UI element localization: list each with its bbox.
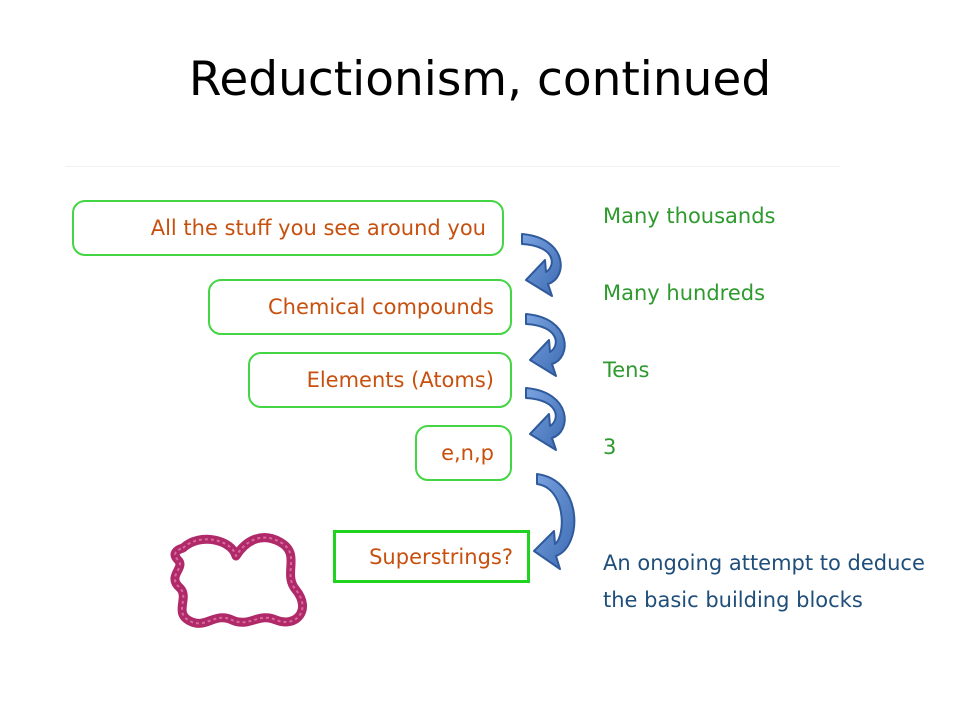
- level-box-stuff: All the stuff you see around you: [72, 200, 504, 256]
- superstring-loop-icon: [170, 533, 307, 628]
- level-box-superstrings: Superstrings?: [333, 530, 530, 583]
- curved-down-arrow-icon: [525, 313, 566, 377]
- level-box-elements: Elements (Atoms): [248, 352, 512, 408]
- curved-down-arrow-icon: [525, 387, 566, 451]
- level-box-compounds: Chemical compounds: [208, 279, 512, 335]
- count-stuff: Many thousands: [603, 204, 776, 228]
- curved-down-arrow-icon: [533, 473, 576, 570]
- title-divider: [65, 166, 840, 167]
- count-elements: Tens: [603, 358, 650, 382]
- slide-title: Reductionism, continued: [188, 52, 772, 107]
- reductionism-note: An ongoing attempt to deduce the basic b…: [603, 551, 925, 612]
- level-box-particles: e,n,p: [415, 425, 512, 481]
- count-particles: 3: [603, 435, 617, 459]
- count-compounds: Many hundreds: [603, 281, 766, 305]
- curved-down-arrow-icon: [521, 233, 562, 297]
